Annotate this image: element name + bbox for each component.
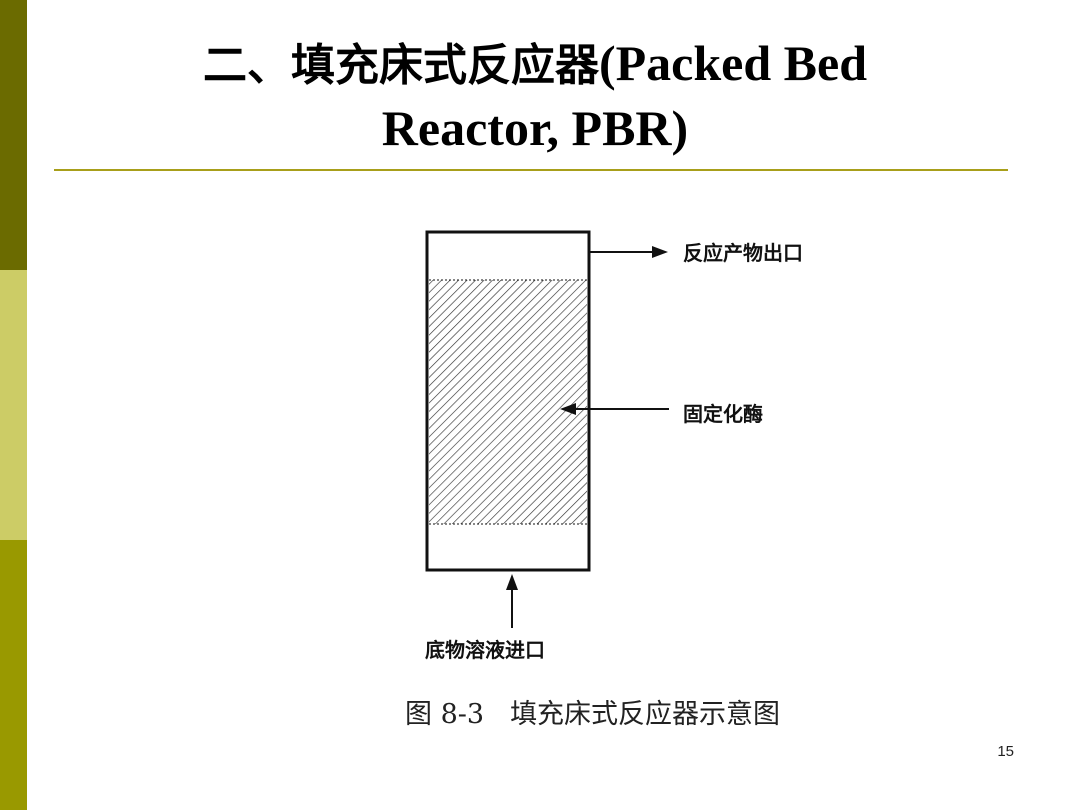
sidebar-accent-middle [0,270,27,540]
page-number: 15 [997,743,1014,760]
slide-title-chinese: 二、填充床式反应器 [202,40,599,91]
inlet-arrow [506,574,518,628]
immobilized-enzyme-bed [429,280,587,524]
figure-number: 图 8-3 [405,699,485,730]
outlet-arrow [590,246,668,258]
product-outlet-label: 反应产物出口 [683,241,803,265]
immobilized-enzyme-label: 固定化酶 [683,402,763,426]
sidebar-accent-top [0,0,27,270]
slide-title-english-part-1: (Packed Bed [598,35,868,91]
title-divider [54,169,1008,171]
slide-title-line-2: Reactor, PBR) [381,100,689,156]
figure-caption: 图 8-3 填充床式反应器示意图 [405,692,780,731]
sidebar-accent-bottom [0,540,27,810]
figure-caption-text: 填充床式反应器示意图 [510,699,781,730]
substrate-inlet-label: 底物溶液进口 [425,638,545,662]
enzyme-pointer-arrow [560,403,669,415]
slide-title-line-1: 二、填充床式反应器(Packed Bed [60,33,1010,96]
